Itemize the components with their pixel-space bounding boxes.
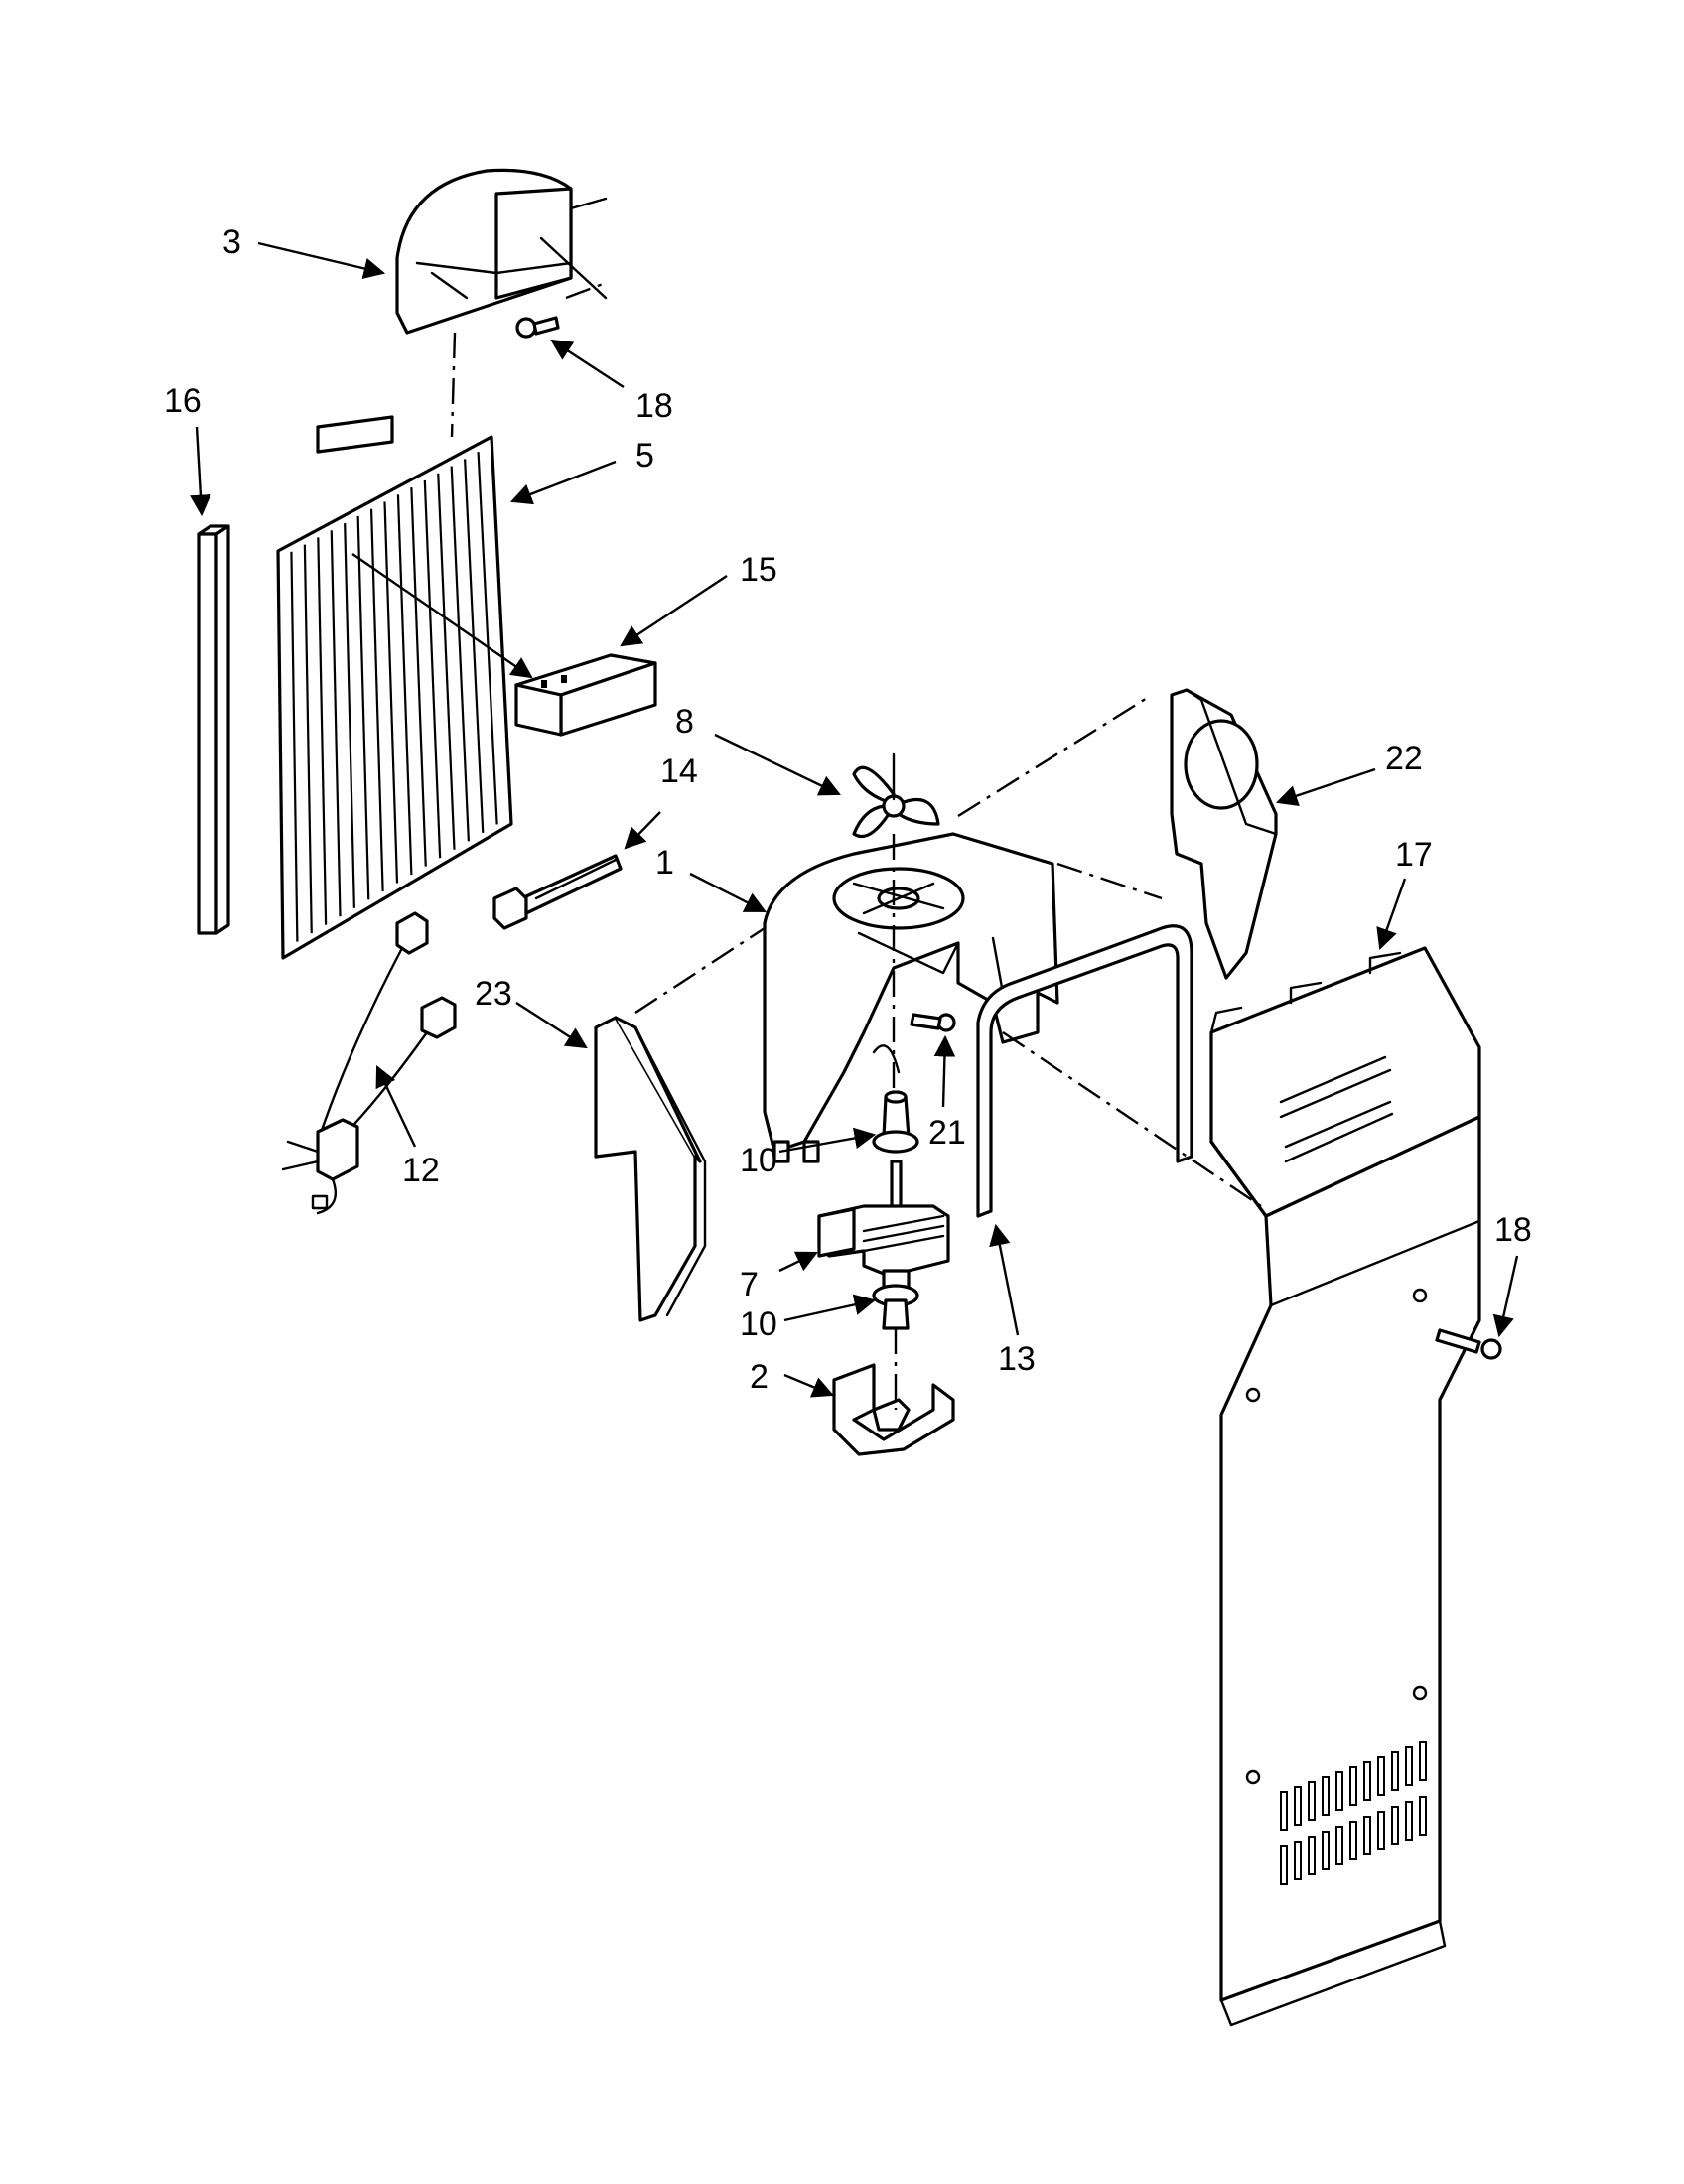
vent-slot: [1322, 1831, 1330, 1870]
part-18-screw-top: [515, 316, 560, 339]
cover-rib: [344, 523, 355, 908]
cover-rib: [396, 494, 413, 876]
vent-slot: [1405, 1801, 1413, 1841]
vent-slot: [1294, 1786, 1302, 1826]
vent-slot: [1363, 1816, 1371, 1855]
part-15-bracket: [514, 653, 657, 737]
part-13-u-gasket: [976, 924, 1193, 1218]
vent-slot: [1349, 1766, 1357, 1806]
callout-8: 8: [675, 703, 694, 741]
alignment-lines: [450, 281, 1262, 1410]
vent-slot: [1405, 1746, 1413, 1786]
part-10-grommet-lower: [872, 1284, 919, 1330]
callout-18-top: 18: [635, 387, 673, 425]
cover-rib: [383, 501, 399, 884]
vent-slot: [1391, 1806, 1399, 1845]
vent-slot: [1294, 1841, 1302, 1880]
cover-rib: [303, 544, 313, 934]
cover-rib: [423, 479, 442, 859]
callout-10-upper: 10: [740, 1142, 777, 1179]
cover-rib: [290, 551, 299, 942]
cover-rib: [450, 466, 470, 842]
cover-rib: [437, 473, 456, 850]
callout-22: 22: [1385, 740, 1423, 777]
part-14-sensor: [492, 854, 623, 930]
part-22-right-duct-panel: [1170, 688, 1278, 980]
callout-15: 15: [740, 551, 777, 589]
callout-10-lower: 10: [740, 1305, 777, 1343]
callout-23: 23: [475, 975, 512, 1013]
vent-slot: [1308, 1836, 1316, 1875]
vent-slot: [1349, 1821, 1357, 1860]
vent-slot: [1322, 1776, 1330, 1816]
vent-slot: [1280, 1791, 1288, 1831]
part-1-fan-housing: [763, 832, 1059, 1163]
callout-1: 1: [655, 844, 674, 882]
part-7-fan-motor: [817, 1204, 950, 1293]
callout-12: 12: [402, 1152, 440, 1189]
part-8-fan-blade: [852, 752, 940, 839]
vent-slot: [1419, 1796, 1427, 1836]
part-2-motor-bracket: [832, 1363, 955, 1456]
vent-slot: [1280, 1845, 1288, 1885]
cover-rib: [369, 508, 384, 891]
cover-rib: [356, 515, 370, 900]
cover-rib: [464, 459, 485, 833]
vent-slot: [1391, 1751, 1399, 1791]
part-23-left-duct-panel: [594, 1016, 707, 1322]
vent-slot: [1363, 1761, 1371, 1801]
cover-rib: [477, 452, 498, 825]
part-10-grommet-upper: [872, 1090, 919, 1154]
part-5-evaporator-cover: [276, 415, 513, 960]
callout-18-right: 18: [1494, 1211, 1532, 1249]
callout-14: 14: [660, 752, 698, 790]
vent-slot: [1335, 1826, 1343, 1865]
callout-labels: 3 18 16 5 15 8 14 1 22 17 23 12 10 21 7 …: [164, 223, 1532, 1396]
vent-slot: [1377, 1811, 1385, 1850]
part-17-back-panel: [1209, 946, 1481, 2027]
callout-5: 5: [635, 437, 654, 475]
callout-leaders: [190, 241, 1519, 1398]
part-3-diffuser: [395, 168, 608, 335]
cover-rib: [330, 530, 342, 917]
callout-13: 13: [998, 1340, 1036, 1378]
callout-21: 21: [928, 1114, 966, 1152]
callout-16: 16: [164, 382, 202, 420]
callout-2: 2: [750, 1358, 769, 1396]
vent-slot: [1419, 1741, 1427, 1781]
part-16-strip: [197, 524, 230, 935]
cover-rib: [410, 487, 427, 867]
part-21-screw: [910, 1013, 956, 1032]
vent-slot: [1308, 1781, 1316, 1821]
vent-slot: [1335, 1771, 1343, 1811]
vent-slot: [1377, 1756, 1385, 1796]
cover-rib: [317, 537, 328, 925]
callout-7: 7: [740, 1266, 759, 1303]
part-18-screw-right: [1435, 1328, 1502, 1360]
callout-3: 3: [222, 223, 241, 261]
part-12-wiring-harness: [281, 911, 457, 1215]
callout-17: 17: [1395, 836, 1433, 874]
